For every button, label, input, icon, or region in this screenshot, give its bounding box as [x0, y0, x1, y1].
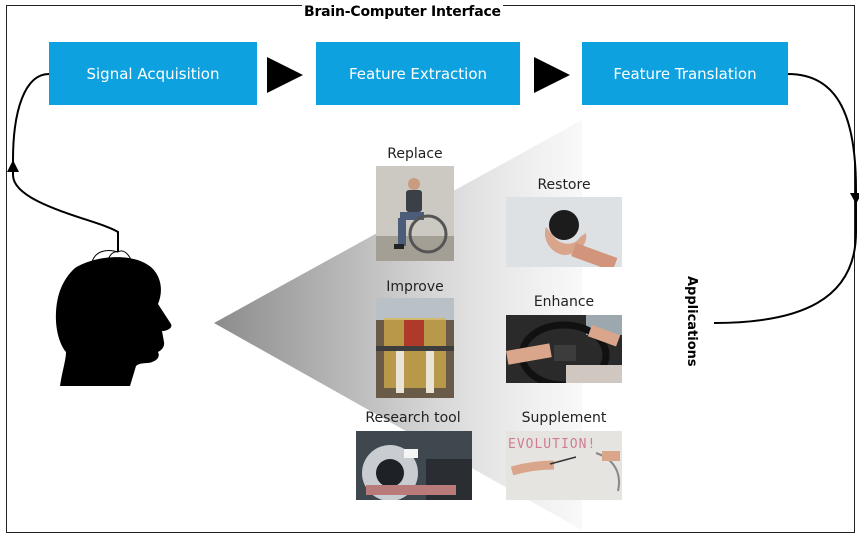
caption-research-tool: Research tool: [365, 410, 461, 426]
feedback-curve-left: [12, 73, 119, 252]
arrowhead-up: [7, 160, 19, 172]
diagram-title: Brain-Computer Interface: [302, 4, 503, 20]
caption-improve: Improve: [386, 279, 444, 295]
improve-photo: [376, 298, 454, 398]
caption-enhance: Enhance: [533, 294, 595, 310]
caption-replace: Replace: [387, 146, 443, 162]
head-silhouette: [55, 257, 172, 386]
arrow-right-icon: [267, 57, 303, 93]
arrowhead-down: [850, 193, 859, 204]
replace-photo: [376, 166, 454, 261]
arrow-right-icon: [534, 57, 570, 93]
signal-acquisition-box: Signal Acquisition: [49, 42, 257, 105]
feature-translation-box: Feature Translation: [582, 42, 788, 105]
supplement-photo-text: EVOLUTION!: [508, 437, 596, 452]
enhance-photo: [506, 315, 622, 383]
applications-curve: [713, 200, 857, 324]
caption-supplement: Supplement: [521, 410, 607, 426]
caption-restore: Restore: [537, 177, 591, 193]
feature-extraction-box: Feature Extraction: [316, 42, 520, 105]
restore-photo: [506, 197, 622, 267]
feedback-curve-right: [787, 73, 857, 200]
supplement-photo: EVOLUTION!: [506, 431, 622, 500]
research-tool-photo: [356, 431, 472, 500]
applications-label: Applications: [684, 276, 699, 367]
